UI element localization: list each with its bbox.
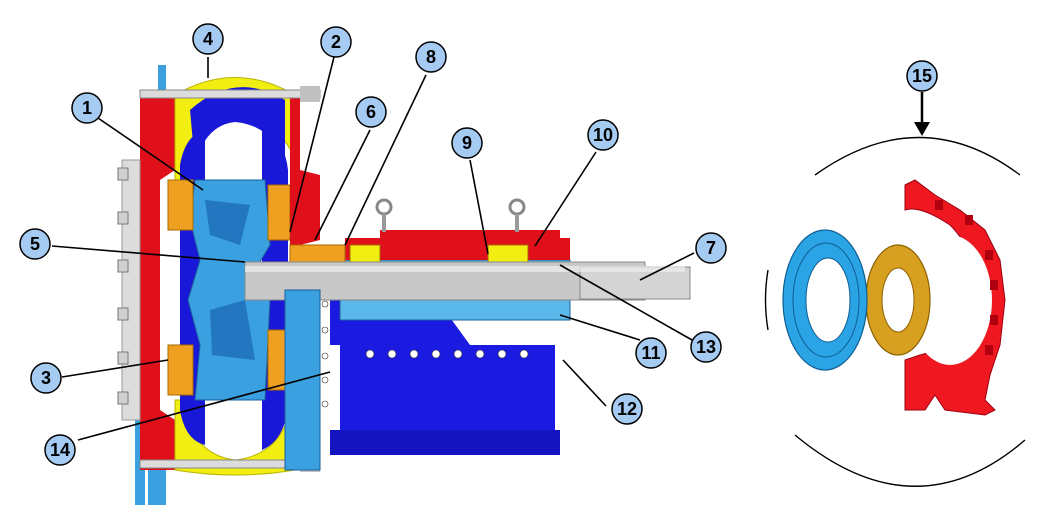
volute-casing	[190, 87, 285, 165]
leader-8	[344, 74, 427, 246]
callouts: 1 2 3 4 5 6 7 8	[19, 23, 938, 466]
shaft-end	[579, 266, 691, 300]
shaft-highlight	[245, 266, 685, 272]
leader-3	[61, 359, 169, 378]
bearing-housing-marks	[460, 326, 540, 330]
callout-5: 5	[19, 228, 51, 260]
leader-7	[639, 252, 695, 281]
leader-5	[51, 245, 246, 263]
callout-13: 13	[690, 331, 722, 363]
svg-text:7: 7	[706, 238, 716, 258]
detail-arc-top	[814, 136, 1021, 176]
detail-arc-left	[764, 269, 769, 331]
expeller-ring-upper	[267, 184, 291, 241]
leader-10	[534, 151, 597, 247]
leader-2	[289, 56, 335, 233]
svg-text:4: 4	[203, 29, 213, 49]
svg-text:2: 2	[331, 32, 341, 52]
leader-1	[97, 117, 204, 191]
top-tie-bolt	[139, 89, 321, 99]
top-bolt-nut	[300, 86, 320, 102]
callout-2: 2	[320, 26, 352, 58]
callout-15: 15	[906, 60, 938, 92]
left-stand-foot	[148, 460, 166, 505]
pedestal-foot	[330, 430, 560, 455]
svg-text:13: 13	[696, 337, 716, 357]
exploded-frame-ribs	[935, 200, 998, 355]
impeller-vane	[205, 200, 250, 245]
callout-12: 12	[611, 393, 643, 425]
exploded-expeller-ring-inner	[881, 267, 915, 333]
impeller-vane-2	[210, 300, 255, 360]
throatbush-lower	[167, 344, 194, 396]
leader-9	[469, 159, 489, 255]
svg-text:1: 1	[82, 98, 92, 118]
svg-text:12: 12	[617, 399, 637, 419]
callout-10: 10	[587, 119, 619, 151]
svg-text:6: 6	[366, 102, 376, 122]
callout-14: 14	[44, 434, 76, 466]
svg-text:8: 8	[426, 47, 436, 67]
exploded-seal-ring-groove	[792, 242, 860, 358]
callout-6: 6	[355, 96, 387, 128]
svg-text:14: 14	[50, 440, 70, 460]
cover-plate-strip	[121, 159, 141, 421]
svg-text:15: 15	[912, 66, 932, 86]
exploded-view	[764, 92, 1026, 487]
leader-12	[562, 359, 607, 407]
casing-back-plate	[130, 90, 175, 470]
svg-text:3: 3	[41, 368, 51, 388]
callout-11: 11	[635, 337, 667, 369]
callout-9: 9	[451, 127, 483, 159]
leader-14	[77, 371, 331, 441]
callout-8: 8	[415, 41, 447, 73]
detail-arc-bottom	[794, 434, 1026, 487]
svg-text:9: 9	[462, 133, 472, 153]
callout-3: 3	[30, 362, 62, 394]
callout-4: 4	[192, 23, 224, 55]
leader-6	[314, 129, 371, 241]
exploded-seal-ring-inner	[805, 257, 851, 343]
frame-pedestal	[340, 345, 555, 455]
callout-1: 1	[71, 92, 103, 124]
cover-bolts	[117, 167, 129, 405]
leader-13	[559, 264, 693, 341]
pump-assembly	[117, 65, 691, 505]
bearing-housing-cap	[380, 230, 560, 240]
svg-text:5: 5	[30, 234, 40, 254]
svg-text:11: 11	[641, 343, 660, 363]
leader-lines	[51, 56, 695, 441]
leader-11	[559, 314, 641, 341]
pedestal-bolts	[365, 349, 529, 359]
callout-7: 7	[695, 232, 727, 264]
exploded-frame-opening	[908, 235, 992, 365]
front-support-bolts	[321, 300, 329, 408]
throatbush-upper	[167, 179, 194, 231]
top-nozzle-post	[158, 65, 166, 95]
lifting-eye-right	[508, 198, 526, 232]
lifting-eye-left	[375, 198, 393, 232]
callout-15-arrow-head	[914, 122, 930, 136]
svg-text:10: 10	[593, 125, 613, 145]
